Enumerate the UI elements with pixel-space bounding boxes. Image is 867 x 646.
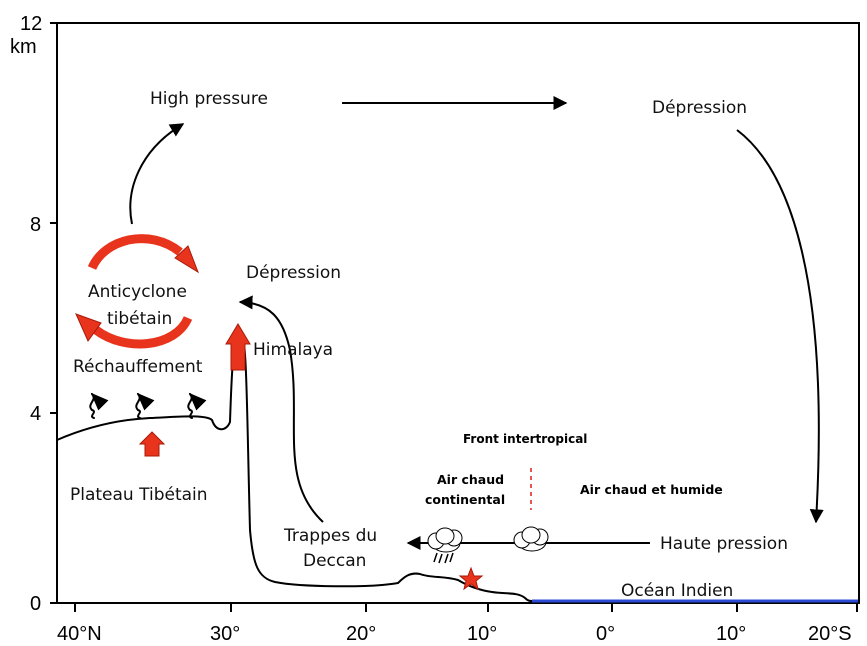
- x-tick-label-30: 30°: [210, 623, 240, 645]
- y-axis: [50, 22, 57, 604]
- y-tick-label-8: 8: [30, 214, 41, 236]
- label-ocean: Océan Indien: [621, 581, 733, 601]
- label-rechauffement: Réchauffement: [73, 357, 203, 377]
- y-tick-label-4: 4: [30, 403, 41, 425]
- plot-frame: [56, 22, 860, 604]
- x-tick-label-10S: 10°: [716, 623, 746, 645]
- label-air-continental-1: Air chaud: [437, 472, 504, 487]
- x-tick-label-20: 20°: [346, 623, 376, 645]
- rising-arrow: [129, 123, 185, 225]
- terrain-profile: [56, 331, 533, 602]
- label-himalaya: Himalaya: [253, 340, 333, 360]
- deccan-rising-arrow: [238, 295, 324, 523]
- x-tick-label-0: 0°: [596, 623, 615, 645]
- heat-wave-icons: [89, 392, 207, 419]
- label-depression-top: Dépression: [652, 98, 747, 118]
- label-high-pressure: High pressure: [150, 89, 268, 109]
- label-anticyclone-1: Anticyclone: [88, 282, 187, 302]
- rain-icon: [433, 552, 454, 564]
- label-trappes-2: Deccan: [303, 551, 366, 571]
- cloud-icon: [427, 527, 463, 553]
- label-plateau: Plateau Tibétain: [70, 485, 208, 505]
- label-anticyclone-2: tibétain: [107, 309, 172, 329]
- descending-arrow: [736, 129, 824, 524]
- label-air-continental-2: continental: [425, 492, 505, 507]
- x-tick-label-20S: 20°S: [808, 623, 852, 645]
- himalaya-uplift-arrow: [225, 323, 251, 371]
- label-trappes-1: Trappes du: [283, 526, 377, 546]
- label-haute-pression: Haute pression: [660, 534, 788, 554]
- cloud-icon-2: [513, 526, 549, 552]
- star-icon: [458, 566, 484, 591]
- y-tick-label-0: 0: [30, 593, 41, 615]
- x-axis: [74, 603, 858, 612]
- label-depression-mid: Dépression: [246, 263, 341, 283]
- label-air-humide: Air chaud et humide: [580, 482, 723, 497]
- anticyclone-rotation-icon: [75, 234, 199, 349]
- y-unit-label: km: [10, 36, 37, 58]
- plateau-heating-arrow: [138, 431, 166, 457]
- y-tick-label-12: 12: [20, 13, 42, 35]
- label-front: Front intertropical: [463, 432, 587, 446]
- x-tick-label-10: 10°: [467, 623, 497, 645]
- x-tick-label-40N: 40°N: [57, 623, 102, 645]
